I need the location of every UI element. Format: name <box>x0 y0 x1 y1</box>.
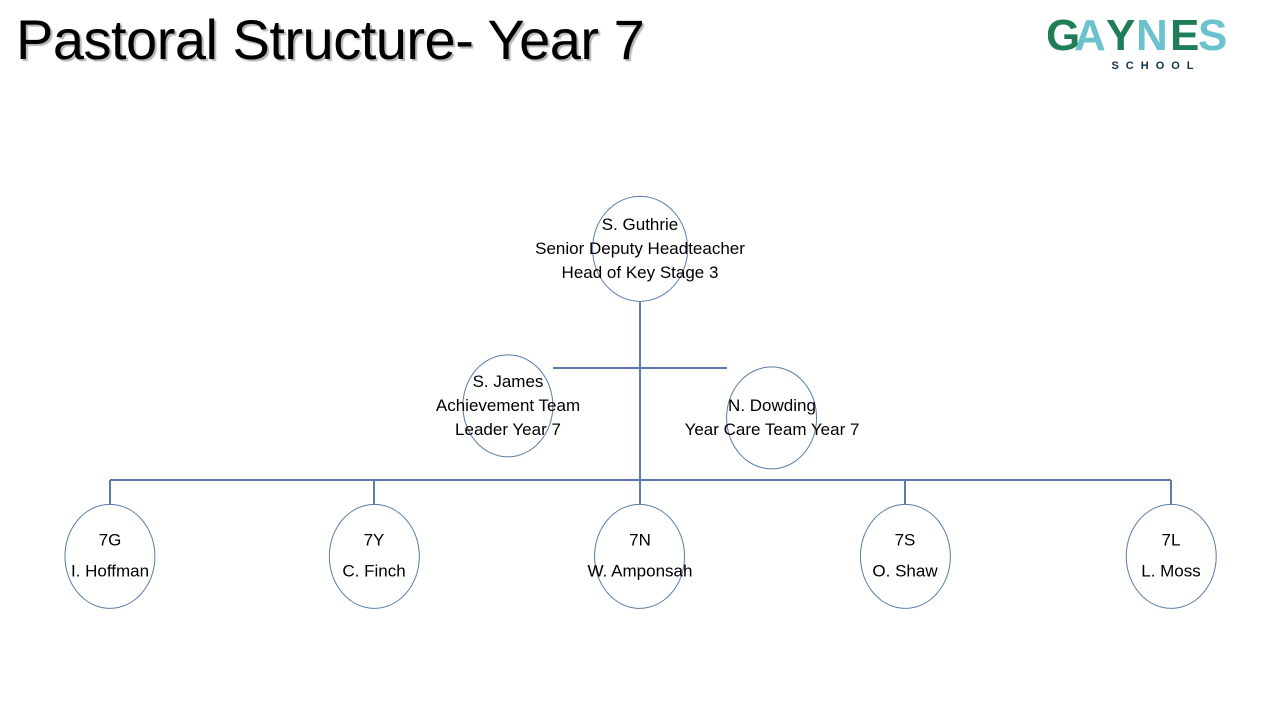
node-form-tutor: L. Moss <box>1141 561 1201 581</box>
school-logo: G A Y N E S SCHOOL <box>1048 10 1258 88</box>
node-label: 7Y C. Finch <box>342 528 405 583</box>
org-node-form-7s[interactable]: 7S O. Shaw <box>859 503 951 609</box>
node-line: N. Dowding <box>728 395 816 415</box>
node-label: 7L L. Moss <box>1141 528 1201 583</box>
org-node-james[interactable]: S. James Achievement Team Leader Year 7 <box>436 354 580 458</box>
node-line: Year Care Team Year 7 <box>684 420 860 439</box>
logo-subtitle: SCHOOL <box>1111 60 1201 72</box>
node-form-tutor: O. Shaw <box>872 561 938 581</box>
node-label: 7N W. Amponsah <box>588 528 693 583</box>
org-node-form-7g[interactable]: 7G I. Hoffman <box>64 503 156 609</box>
node-form-code: 7L <box>1161 530 1181 550</box>
org-node-guthrie[interactable]: S. Guthrie Senior Deputy Headteacher Hea… <box>535 196 745 302</box>
node-line: Senior Deputy Headteacher <box>535 238 745 258</box>
node-label: 7S O. Shaw <box>872 528 937 583</box>
svg-text:N: N <box>1136 11 1168 58</box>
node-label: S. Guthrie Senior Deputy Headteacher Hea… <box>535 213 745 285</box>
node-form-code: 7S <box>894 530 916 550</box>
svg-text:S: S <box>1198 11 1227 58</box>
page-title: Pastoral Structure- Year 7 <box>16 8 645 71</box>
node-form-tutor: W. Amponsah <box>587 561 693 581</box>
node-form-tutor: I. Hoffman <box>70 561 150 581</box>
org-node-form-7l[interactable]: 7L L. Moss <box>1125 503 1217 609</box>
node-label: S. James Achievement Team Leader Year 7 <box>436 370 580 442</box>
node-form-code: 7G <box>98 530 122 550</box>
node-line: Leader Year 7 <box>455 420 561 440</box>
node-form-tutor: C. Finch <box>342 561 406 581</box>
svg-text:A: A <box>1074 11 1106 58</box>
svg-text:G: G <box>1048 11 1080 58</box>
node-label: 7G I. Hoffman <box>71 528 149 583</box>
logo-wordmark: G A Y N E S <box>1048 10 1258 58</box>
node-label: N. Dowding Year Care Team Year 7 <box>685 394 860 442</box>
node-form-code: 7N <box>629 530 651 550</box>
org-node-form-7n[interactable]: 7N W. Amponsah <box>588 503 693 609</box>
node-line: Achievement Team <box>435 395 581 415</box>
org-node-dowding[interactable]: N. Dowding Year Care Team Year 7 <box>685 366 860 470</box>
node-line: S. James <box>472 371 544 391</box>
svg-text:Y: Y <box>1106 11 1135 58</box>
svg-text:E: E <box>1170 11 1199 58</box>
org-node-form-7y[interactable]: 7Y C. Finch <box>328 503 420 609</box>
node-form-code: 7Y <box>363 530 385 550</box>
node-line: S. Guthrie <box>601 214 679 234</box>
node-line: Head of Key Stage 3 <box>561 263 719 283</box>
